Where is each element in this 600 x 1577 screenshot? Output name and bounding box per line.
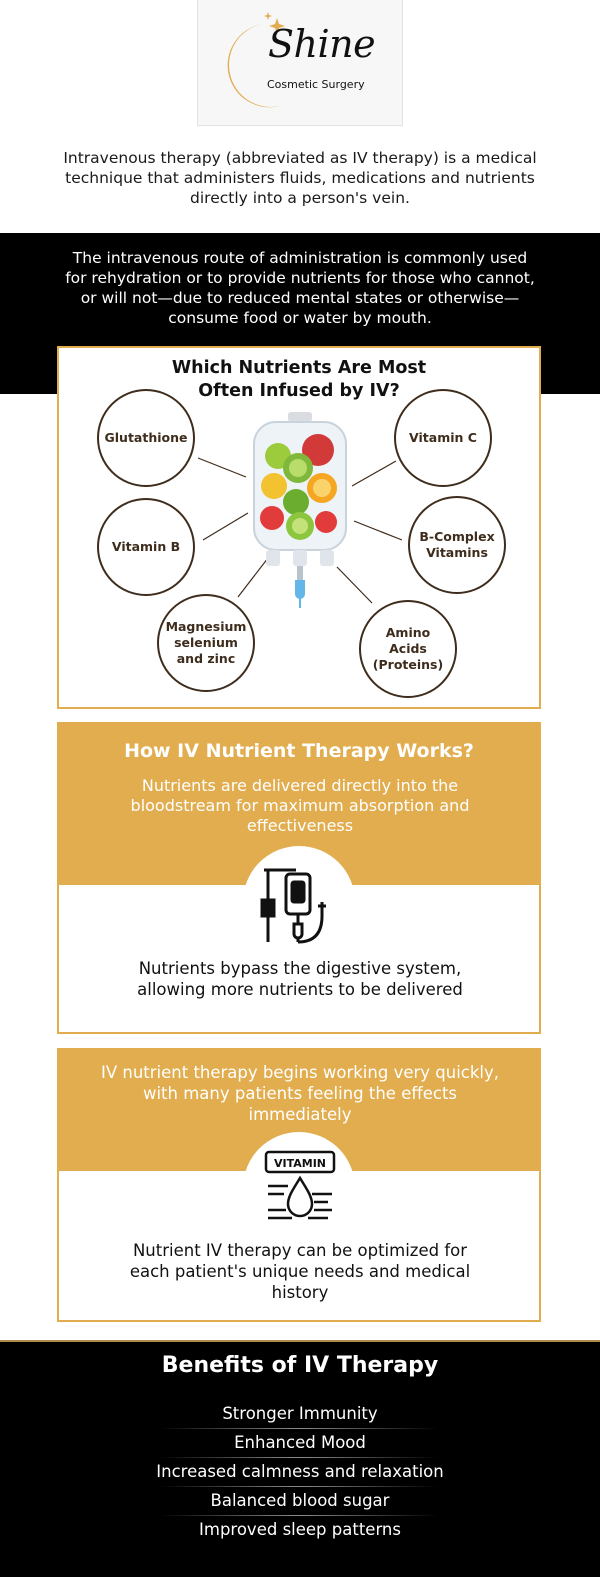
vitamin-label: VITAMIN bbox=[274, 1157, 326, 1170]
benefit-divider bbox=[160, 1515, 440, 1516]
quick-effects-subtext: IV nutrient therapy begins working very … bbox=[100, 1063, 500, 1124]
logo: Shine Cosmetic Surgery bbox=[197, 0, 403, 126]
nutrient-b-complex: B-Complex Vitamins bbox=[408, 496, 506, 594]
quick-effects-body: Nutrient IV therapy can be optimized for… bbox=[129, 1241, 471, 1302]
vitamin-drop-icon: VITAMIN bbox=[264, 1150, 336, 1220]
benefit-divider bbox=[160, 1428, 440, 1429]
how-it-works-body: Nutrients bypass the digestive system, a… bbox=[137, 959, 463, 999]
how-it-works-subtext: Nutrients are delivered directly into th… bbox=[130, 776, 470, 835]
brand-name: Shine bbox=[268, 22, 376, 66]
nutrients-title: Which Nutrients Are Most Often Infused b… bbox=[171, 358, 427, 401]
benefit-item: Enhanced Mood bbox=[234, 1433, 366, 1452]
crescent-moon-icon bbox=[227, 12, 285, 108]
benefit-item: Improved sleep patterns bbox=[199, 1520, 401, 1539]
iv-drip-icon bbox=[260, 868, 326, 944]
nutrient-magnesium-selenium-zinc: Magnesium selenium and zinc bbox=[157, 594, 255, 692]
benefits-title: Benefits of IV Therapy bbox=[161, 1353, 439, 1378]
nutrient-glutathione: Glutathione bbox=[97, 389, 195, 487]
benefits-section bbox=[0, 1340, 600, 1577]
nutrient-connectors bbox=[197, 457, 403, 604]
benefit-divider bbox=[160, 1457, 440, 1458]
nutrient-vitamin-b: Vitamin B bbox=[97, 498, 195, 596]
benefit-item: Balanced blood sugar bbox=[210, 1491, 390, 1510]
route-text: The intravenous route of administration … bbox=[65, 249, 535, 327]
intro-text: Intravenous therapy (abbreviated as IV t… bbox=[63, 149, 537, 207]
benefit-divider bbox=[160, 1486, 440, 1487]
benefit-item: Stronger Immunity bbox=[222, 1404, 378, 1423]
iv-bag-fruit-icon bbox=[253, 412, 347, 608]
how-it-works-heading: How IV Nutrient Therapy Works? bbox=[124, 740, 474, 762]
nutrient-amino-acids: Amino Acids (Proteins) bbox=[359, 600, 457, 698]
nutrient-vitamin-c: Vitamin C bbox=[394, 389, 492, 487]
brand-tagline: Cosmetic Surgery bbox=[267, 78, 365, 91]
benefit-item: Increased calmness and relaxation bbox=[156, 1462, 444, 1481]
